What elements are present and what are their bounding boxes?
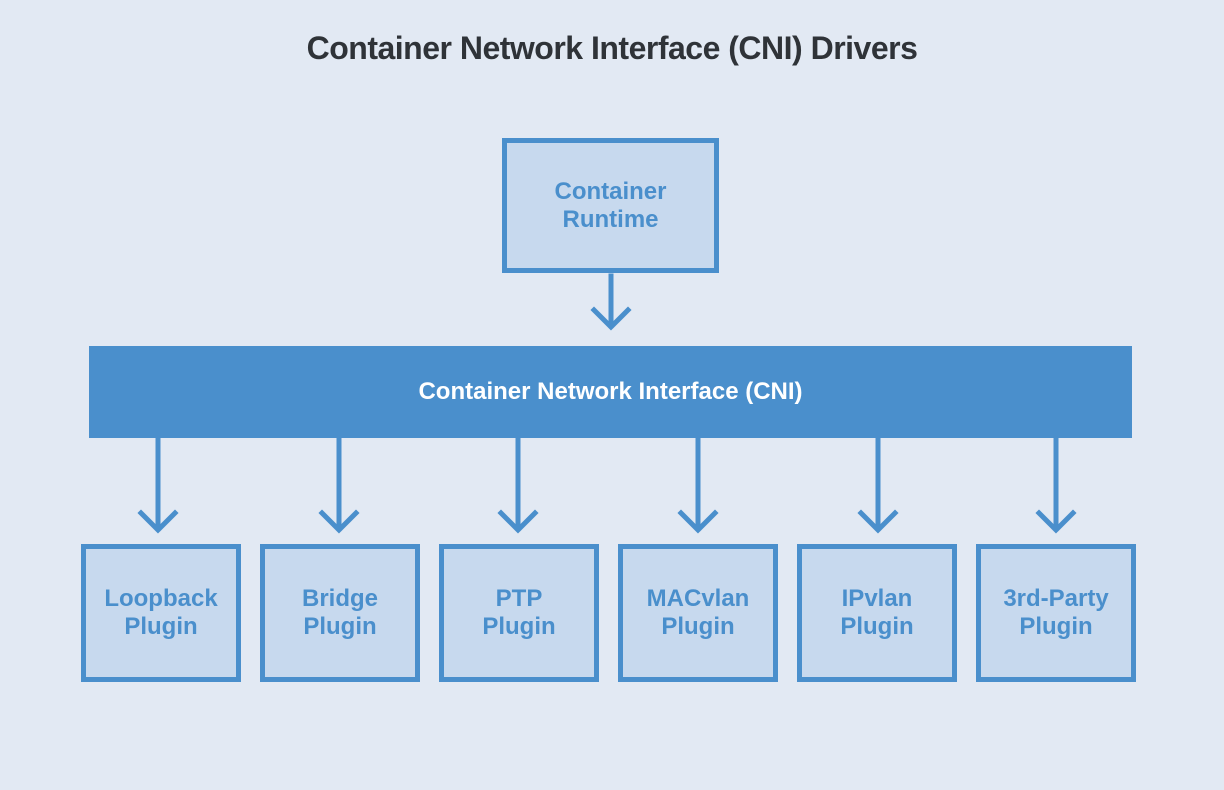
plugin-label-line2: Plugin: [1019, 613, 1093, 640]
plugin-box-ipvlan: IPvlan Plugin: [797, 544, 957, 682]
arrow-runtime-to-cni: [590, 273, 632, 331]
plugin-box-loopback: Loopback Plugin: [81, 544, 241, 682]
plugin-label-line1: 3rd-Party: [1003, 585, 1109, 612]
arrow-cni-to-bridge: [318, 435, 360, 534]
arrow-cni-to-3rd-party: [1035, 435, 1077, 534]
plugin-label-line1: PTP: [495, 585, 543, 612]
container-runtime-label-line2: Runtime: [562, 205, 659, 233]
plugin-box-3rd-party: 3rd-Party Plugin: [976, 544, 1136, 682]
plugin-label-line2: Plugin: [840, 613, 914, 640]
plugin-label-line2: Plugin: [482, 613, 556, 640]
cni-bar-label: Container Network Interface (CNI): [418, 378, 803, 405]
arrow-cni-to-macvlan: [677, 435, 719, 534]
plugin-box-macvlan: MACvlan Plugin: [618, 544, 778, 682]
plugin-label-line2: Plugin: [303, 613, 377, 640]
container-runtime-box: Container Runtime: [502, 138, 719, 273]
plugin-label-line2: Plugin: [661, 613, 735, 640]
plugin-label-line1: Bridge: [301, 585, 378, 612]
arrow-cni-to-ptp: [497, 435, 539, 534]
plugin-label-line1: Loopback: [104, 585, 218, 612]
cni-bar: Container Network Interface (CNI): [89, 346, 1132, 438]
container-runtime-label-line1: Container: [554, 177, 667, 205]
plugin-label-line1: MACvlan: [646, 585, 750, 612]
arrow-cni-to-ipvlan: [857, 435, 899, 534]
diagram-title: Container Network Interface (CNI) Driver…: [306, 30, 918, 66]
arrow-cni-to-loopback: [137, 435, 179, 534]
plugin-label-line1: IPvlan: [841, 585, 913, 612]
plugin-box-ptp: PTP Plugin: [439, 544, 599, 682]
plugin-box-bridge: Bridge Plugin: [260, 544, 420, 682]
plugin-label-line2: Plugin: [124, 613, 198, 640]
